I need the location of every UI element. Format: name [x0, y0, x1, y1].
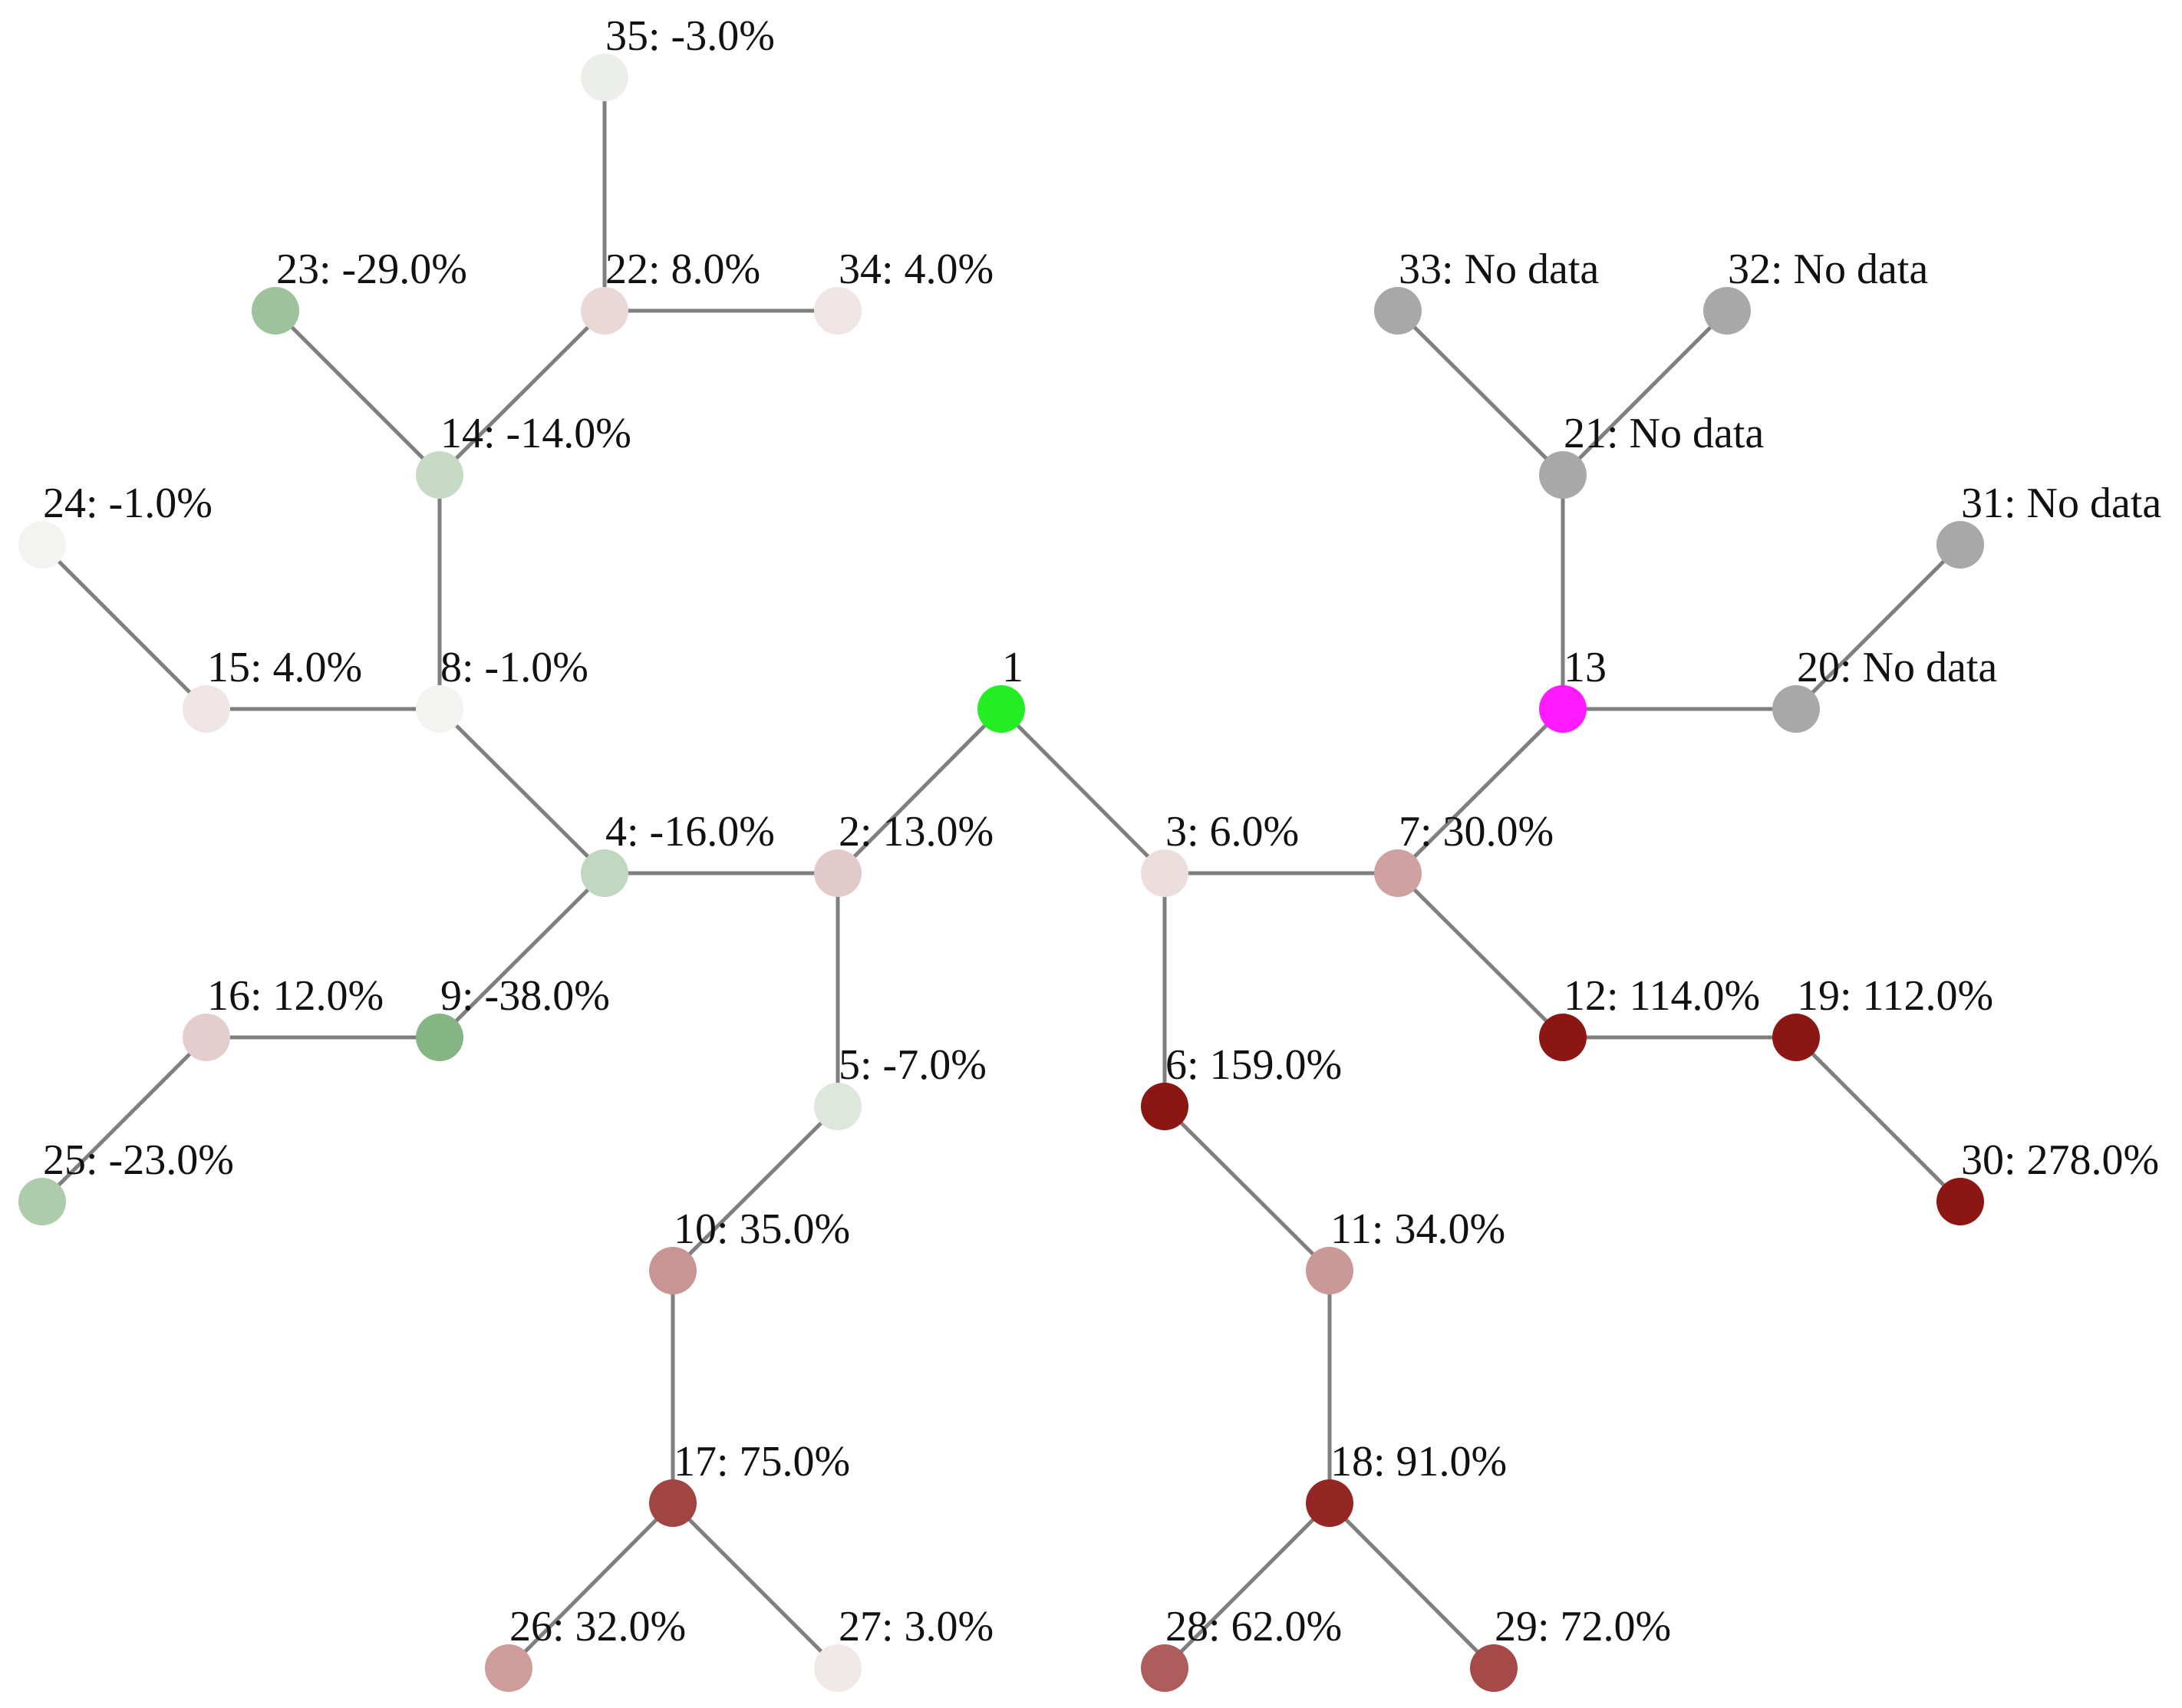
node-layer	[18, 54, 1984, 1692]
node-10	[649, 1247, 697, 1294]
node-label-19: 19: 112.0%	[1797, 972, 1993, 1020]
node-label-3: 3: 6.0%	[1165, 808, 1299, 856]
edge-1-2	[836, 707, 1004, 875]
node-label-31: 31: No data	[1961, 480, 2161, 527]
node-label-30: 30: 278.0%	[1961, 1136, 2159, 1184]
node-label-9: 9: -38.0%	[440, 972, 610, 1020]
edge-14-22	[437, 308, 607, 477]
node-32	[1703, 287, 1751, 335]
node-label-23: 23: -29.0%	[276, 246, 467, 293]
node-8	[416, 685, 463, 733]
node-25	[18, 1178, 66, 1225]
node-label-7: 7: 30.0%	[1399, 808, 1554, 856]
node-29	[1470, 1644, 1518, 1692]
node-label-8: 8: -1.0%	[440, 644, 588, 691]
label-layer: 1 2: 13.0% 3: 6.0% 4: -16.0% 5: -7.0% 6: 159.…	[43, 12, 2161, 1650]
edge-layer	[40, 75, 1963, 1670]
node-label-26: 26: 32.0%	[509, 1603, 686, 1650]
node-label-21: 21: No data	[1564, 410, 1764, 457]
node-label-4: 4: -16.0%	[605, 808, 775, 856]
node-18	[1306, 1479, 1353, 1527]
node-4	[581, 849, 628, 897]
node-17	[649, 1479, 697, 1527]
node-2	[814, 849, 862, 897]
node-23	[252, 287, 299, 335]
edge-18-28	[1162, 1501, 1332, 1670]
node-label-16: 16: 12.0%	[207, 972, 384, 1020]
node-5	[814, 1083, 862, 1130]
node-13	[1539, 685, 1587, 733]
edge-19-30	[1794, 1035, 1963, 1204]
node-label-25: 25: -23.0%	[43, 1136, 234, 1184]
edge-17-27	[671, 1501, 840, 1670]
node-label-14: 14: -14.0%	[440, 410, 631, 457]
node-label-20: 20: No data	[1797, 644, 1997, 691]
node-19	[1772, 1014, 1820, 1061]
node-27	[814, 1644, 862, 1692]
node-16	[183, 1014, 230, 1061]
edge-7-13	[1396, 707, 1565, 875]
edge-21-33	[1396, 308, 1565, 477]
node-6	[1141, 1083, 1188, 1130]
node-label-2: 2: 13.0%	[839, 808, 994, 856]
edge-7-12	[1396, 871, 1565, 1040]
node-31	[1936, 521, 1984, 569]
edge-6-11	[1162, 1104, 1332, 1273]
node-label-10: 10: 35.0%	[674, 1205, 850, 1253]
node-34	[814, 287, 862, 335]
edge-4-9	[437, 871, 607, 1040]
node-label-6: 6: 159.0%	[1165, 1041, 1342, 1089]
node-label-29: 29: 72.0%	[1495, 1603, 1671, 1650]
node-label-12: 12: 114.0%	[1564, 972, 1760, 1020]
node-22	[581, 287, 628, 335]
edge-14-23	[273, 308, 442, 477]
node-label-28: 28: 62.0%	[1165, 1603, 1342, 1650]
node-label-35: 35: -3.0%	[605, 12, 775, 60]
node-28	[1141, 1644, 1188, 1692]
edge-20-31	[1794, 542, 1963, 711]
node-label-17: 17: 75.0%	[674, 1438, 850, 1485]
edge-5-10	[671, 1104, 840, 1273]
node-12	[1539, 1014, 1587, 1061]
node-label-24: 24: -1.0%	[43, 480, 213, 527]
node-label-27: 27: 3.0%	[839, 1603, 994, 1650]
edge-21-32	[1561, 308, 1729, 477]
node-11	[1306, 1247, 1353, 1294]
node-label-5: 5: -7.0%	[839, 1041, 987, 1089]
node-33	[1374, 287, 1422, 335]
node-label-15: 15: 4.0%	[207, 644, 362, 691]
node-label-34: 34: 4.0%	[839, 246, 994, 293]
node-26	[485, 1644, 532, 1692]
node-20	[1772, 685, 1820, 733]
node-label-33: 33: No data	[1399, 246, 1599, 293]
edge-4-8	[437, 707, 607, 875]
node-7	[1374, 849, 1422, 897]
edge-15-24	[40, 542, 209, 711]
node-label-22: 22: 8.0%	[605, 246, 760, 293]
node-14	[416, 451, 463, 499]
node-label-18: 18: 91.0%	[1330, 1438, 1507, 1485]
node-1	[977, 685, 1025, 733]
node-label-13: 13	[1564, 644, 1607, 691]
node-label-11: 11: 34.0%	[1330, 1205, 1505, 1253]
edge-1-3	[999, 707, 1167, 875]
node-15	[183, 685, 230, 733]
node-30	[1936, 1178, 1984, 1225]
node-35	[581, 54, 628, 101]
node-9	[416, 1014, 463, 1061]
node-3	[1141, 849, 1188, 897]
edge-17-26	[506, 1501, 675, 1670]
node-24	[18, 521, 66, 569]
edge-16-25	[40, 1035, 209, 1204]
edge-18-29	[1327, 1501, 1496, 1670]
node-label-32: 32: No data	[1728, 246, 1928, 293]
node-21	[1539, 451, 1587, 499]
node-label-1: 1	[1002, 644, 1023, 691]
